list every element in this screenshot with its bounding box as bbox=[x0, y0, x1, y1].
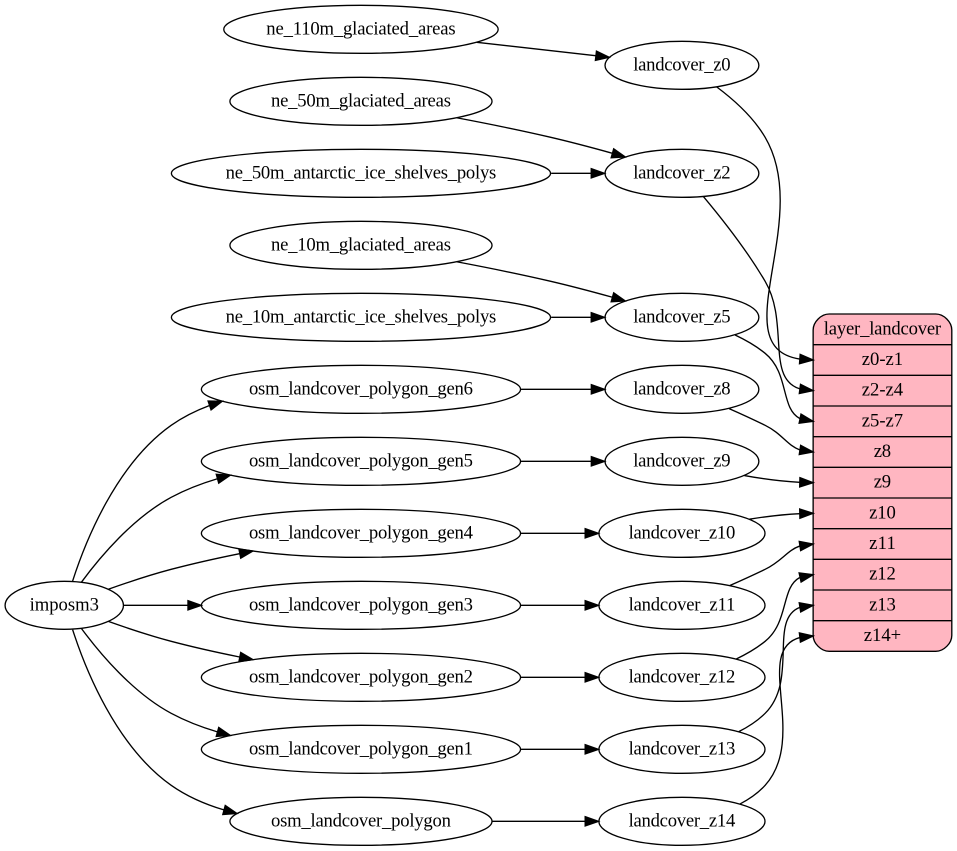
svg-text:z14+: z14+ bbox=[864, 625, 901, 646]
svg-text:ne_10m_glaciated_areas: ne_10m_glaciated_areas bbox=[271, 234, 451, 255]
svg-text:layer_landcover: layer_landcover bbox=[824, 318, 942, 339]
svg-text:osm_landcover_polygon_gen6: osm_landcover_polygon_gen6 bbox=[249, 378, 473, 399]
svg-text:z2-z4: z2-z4 bbox=[862, 380, 904, 401]
svg-text:ne_50m_glaciated_areas: ne_50m_glaciated_areas bbox=[271, 90, 451, 111]
svg-text:osm_landcover_polygon_gen1: osm_landcover_polygon_gen1 bbox=[249, 738, 473, 759]
svg-text:ne_10m_antarctic_ice_shelves_p: ne_10m_antarctic_ice_shelves_polys bbox=[226, 306, 497, 327]
svg-text:osm_landcover_polygon: osm_landcover_polygon bbox=[271, 810, 452, 831]
svg-text:landcover_z0: landcover_z0 bbox=[633, 54, 730, 75]
svg-text:landcover_z14: landcover_z14 bbox=[629, 810, 736, 831]
svg-text:z8: z8 bbox=[874, 441, 891, 462]
svg-text:osm_landcover_polygon_gen5: osm_landcover_polygon_gen5 bbox=[249, 450, 473, 471]
svg-text:landcover_z8: landcover_z8 bbox=[633, 378, 730, 399]
svg-text:z11: z11 bbox=[869, 533, 896, 554]
svg-text:landcover_z11: landcover_z11 bbox=[629, 594, 736, 615]
svg-text:z10: z10 bbox=[869, 502, 896, 523]
svg-text:ne_50m_antarctic_ice_shelves_p: ne_50m_antarctic_ice_shelves_polys bbox=[226, 162, 497, 183]
svg-text:osm_landcover_polygon_gen4: osm_landcover_polygon_gen4 bbox=[249, 522, 474, 543]
svg-text:landcover_z13: landcover_z13 bbox=[629, 738, 736, 759]
svg-text:z12: z12 bbox=[869, 564, 896, 585]
svg-text:landcover_z12: landcover_z12 bbox=[629, 666, 736, 687]
svg-text:z5-z7: z5-z7 bbox=[862, 410, 903, 431]
svg-text:landcover_z5: landcover_z5 bbox=[633, 306, 730, 327]
svg-text:landcover_z10: landcover_z10 bbox=[629, 522, 736, 543]
svg-text:landcover_z9: landcover_z9 bbox=[633, 450, 730, 471]
svg-text:z0-z1: z0-z1 bbox=[862, 349, 903, 370]
svg-text:z13: z13 bbox=[869, 594, 896, 615]
svg-text:ne_110m_glaciated_areas: ne_110m_glaciated_areas bbox=[266, 18, 455, 39]
svg-text:imposm3: imposm3 bbox=[30, 594, 99, 615]
svg-text:osm_landcover_polygon_gen3: osm_landcover_polygon_gen3 bbox=[249, 594, 473, 615]
svg-text:z9: z9 bbox=[874, 472, 891, 493]
svg-text:osm_landcover_polygon_gen2: osm_landcover_polygon_gen2 bbox=[249, 666, 473, 687]
svg-text:landcover_z2: landcover_z2 bbox=[633, 162, 730, 183]
